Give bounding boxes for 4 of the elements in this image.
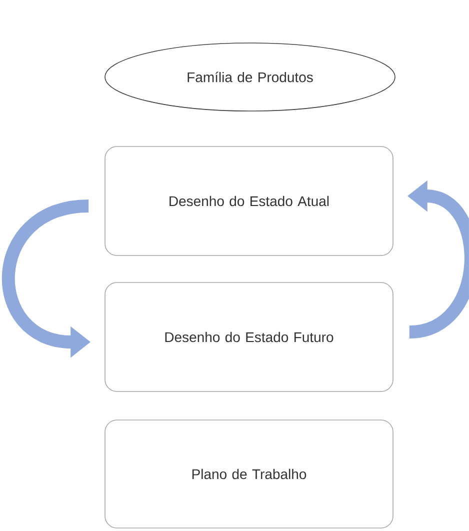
process-box: Desenho do Estado Atual <box>104 146 394 256</box>
process-box: Desenho do Estado Futuro <box>104 282 394 392</box>
ellipse-node: Família de Produtos <box>104 42 396 112</box>
process-box: Plano de Trabalho <box>104 420 394 528</box>
